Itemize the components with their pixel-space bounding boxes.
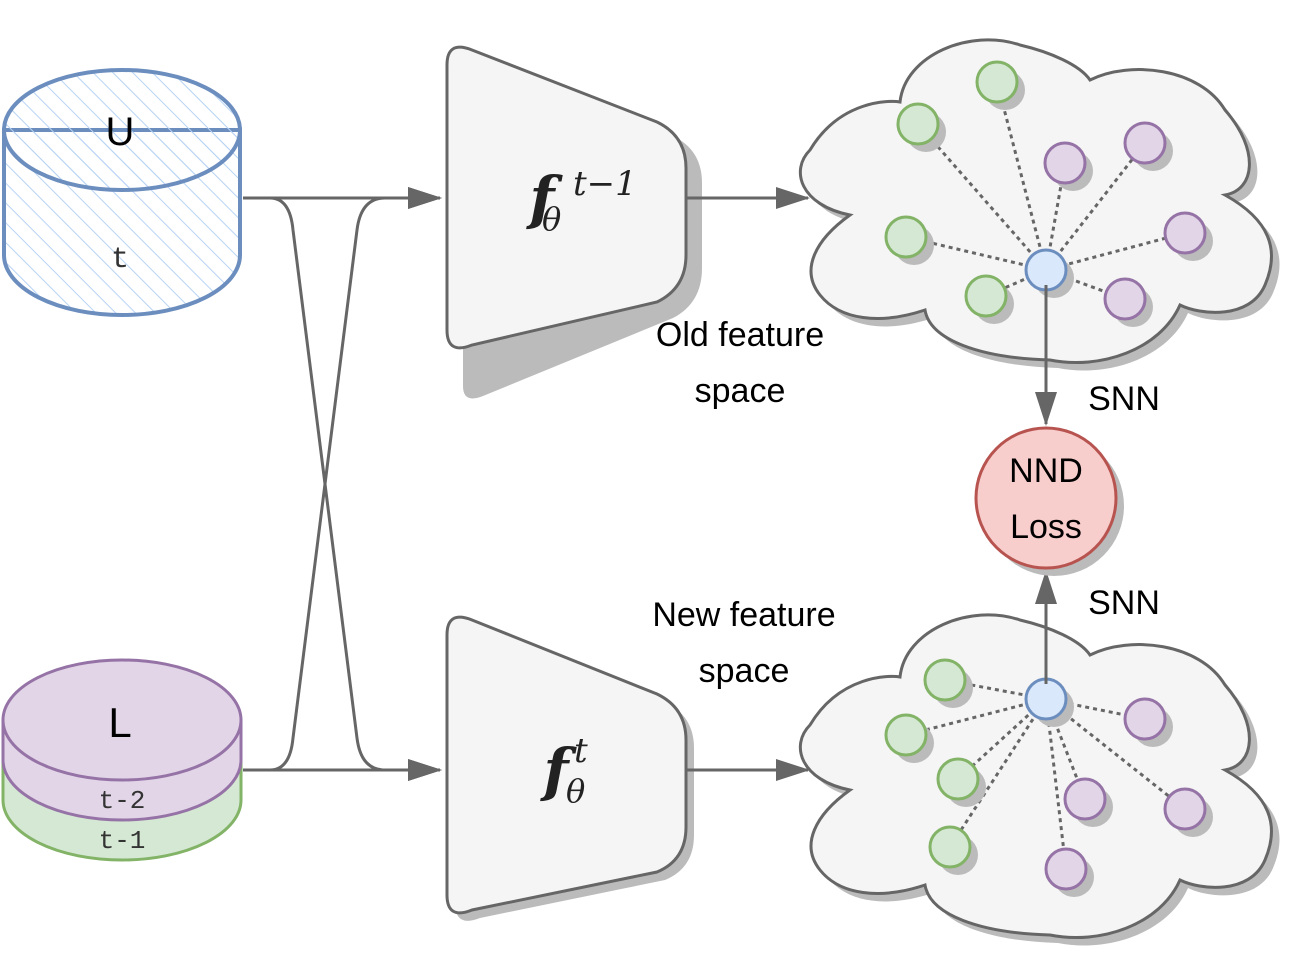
nnd-loss-node: NND Loss (974, 426, 1124, 576)
neighbor-link (948, 698, 1048, 848)
recent-class-sample-node (923, 658, 967, 702)
loss-label-line1: NND (1009, 452, 1083, 490)
old-feature-space-cloud (799, 38, 1280, 371)
recent-class-sample-node (896, 102, 940, 146)
old-class-sample-node (1044, 847, 1088, 891)
new-space-label-line2: space (699, 652, 790, 690)
old-encoder: f t−1 θ (445, 45, 702, 399)
layer-label-t-1: t-1 (99, 826, 146, 856)
recent-class-sample-node (884, 713, 928, 757)
new-encoder-superscript: t (574, 731, 588, 771)
old-class-sample-node (1123, 121, 1167, 165)
layer-label-t-2: t-2 (99, 786, 146, 816)
new-encoder-subscript: θ (566, 772, 585, 810)
new-feature-space-cloud (799, 613, 1280, 946)
recent-class-sample-node (884, 215, 928, 259)
recent-class-sample-node (928, 825, 972, 869)
neighbor-link (916, 123, 1048, 271)
neighbor-link (1045, 697, 1186, 811)
unlabeled-store-title: U (106, 110, 135, 154)
unlabeled-anchor-node (1024, 248, 1068, 292)
neighbor-link (1045, 268, 1126, 301)
snn-label-bottom: SNN (1088, 584, 1160, 622)
neighbor-link (995, 81, 1048, 271)
old-class-sample-node (1163, 211, 1207, 255)
old-space-label-line1: Old feature (656, 316, 824, 354)
new-space-label-line1: New feature (652, 596, 835, 634)
labeled-data-store: L t-2 t-1 (1, 658, 243, 862)
snn-label-top: SNN (1088, 380, 1160, 418)
unlabeled-anchor-node (1024, 677, 1068, 721)
arrow-u-to-new-encoder (243, 196, 442, 781)
input-connectors (243, 187, 442, 781)
unlabeled-data-store: U t (2, 68, 242, 317)
recent-class-sample-node (964, 274, 1008, 318)
loss-label-line2: Loss (1010, 508, 1082, 546)
old-class-sample-node (1063, 777, 1107, 821)
old-class-sample-node (1123, 697, 1167, 741)
old-class-sample-node (1043, 141, 1087, 185)
cloud-outline (799, 613, 1273, 940)
old-encoder-superscript: t−1 (573, 164, 637, 204)
recent-class-sample-node (936, 757, 980, 801)
old-class-sample-node (1103, 277, 1147, 321)
new-encoder: f t θ (445, 615, 694, 921)
neighbor-link (905, 697, 1047, 737)
old-encoder-subscript: θ (542, 200, 561, 238)
unlabeled-store-sublabel: t (111, 243, 129, 277)
old-class-sample-node (1163, 787, 1207, 831)
neighbor-link (1044, 142, 1147, 271)
labeled-store-title: L (108, 699, 131, 746)
old-space-label-line2: space (695, 372, 786, 410)
arrow-l-to-old-encoder (243, 187, 442, 772)
recent-class-sample-node (975, 60, 1019, 104)
